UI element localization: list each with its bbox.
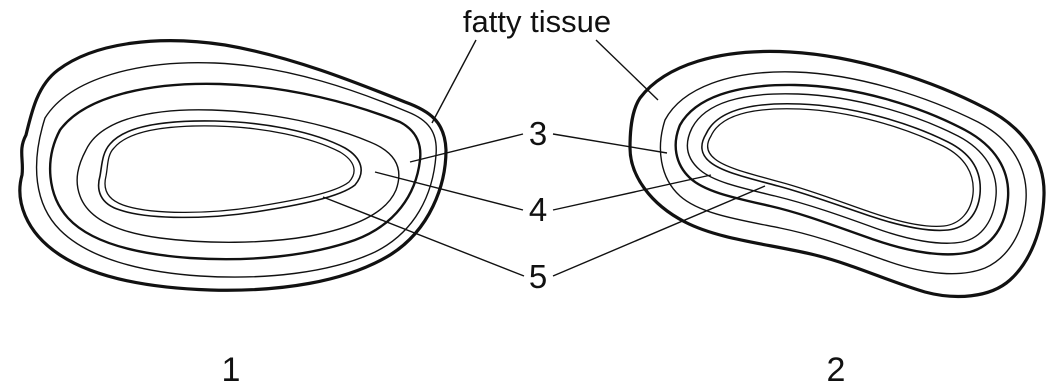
leader-fatty-tissue-2 xyxy=(596,40,658,100)
leader-3-right xyxy=(553,134,667,153)
label-layer-4: 4 xyxy=(529,191,547,228)
label-fatty-tissue: fatty tissue xyxy=(463,4,611,39)
section-2-layer-3-boundary xyxy=(676,85,1008,254)
section-1-lumen-outer xyxy=(99,121,362,217)
label-figure-2: 2 xyxy=(827,351,846,386)
leader-3-left xyxy=(410,134,523,162)
leader-4-right xyxy=(553,175,711,210)
section-2-lumen-inner xyxy=(708,109,974,227)
leader-fatty-tissue-1 xyxy=(432,40,476,123)
section-1-layer-3-boundary xyxy=(50,84,420,259)
leader-lines xyxy=(323,40,765,276)
label-layer-3: 3 xyxy=(529,115,547,152)
leader-5-right xyxy=(553,186,765,276)
section-1-layer-4-boundary xyxy=(77,110,399,242)
cross-section-1 xyxy=(20,41,446,291)
cross-section-2 xyxy=(630,51,1044,296)
label-figure-1: 1 xyxy=(222,351,241,386)
section-1-fatty-tissue-boundary xyxy=(37,63,437,277)
section-2-lumen-outer xyxy=(702,104,980,231)
section-1-outer-boundary xyxy=(20,41,446,291)
label-layer-5: 5 xyxy=(529,258,547,295)
leader-4-left xyxy=(375,172,523,210)
leader-5-left xyxy=(323,197,524,276)
section-1-lumen-inner xyxy=(105,126,354,212)
